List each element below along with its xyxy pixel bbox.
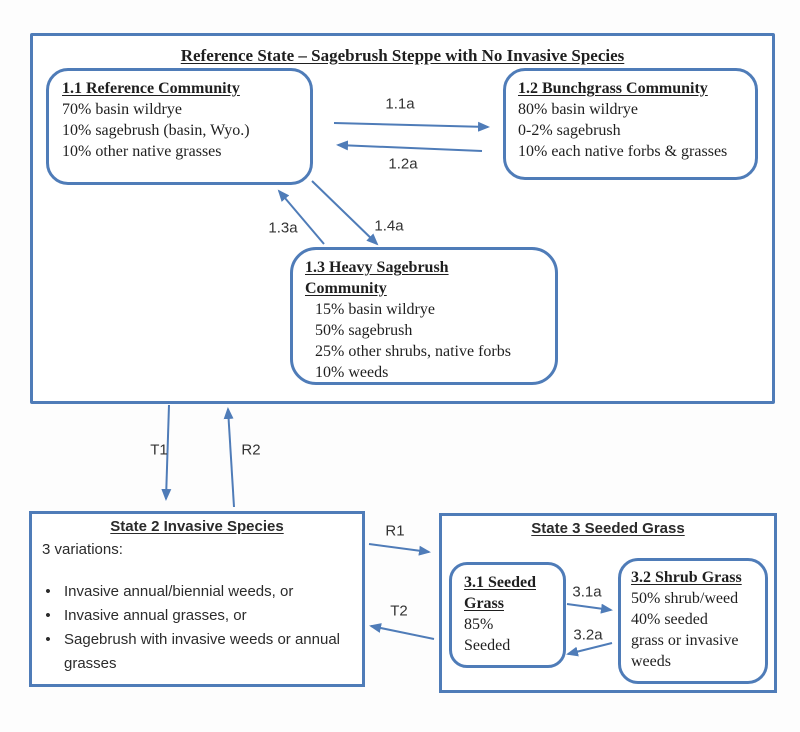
state2-title: State 2 Invasive Species xyxy=(110,518,284,535)
community-line: 50% sagebrush xyxy=(315,322,413,339)
community-line: 80% basin wildrye xyxy=(518,101,638,118)
state2-box: State 2 Invasive Species 3 variations: •… xyxy=(29,511,365,687)
list-item: • Invasive annual grasses, or xyxy=(32,604,362,628)
community-line: 10% weeds xyxy=(315,364,389,381)
community-line: 15% basin wildrye xyxy=(315,301,435,318)
community-title: 1.1 Reference Community xyxy=(62,80,240,97)
pathway-label-1-4a: 1.4a xyxy=(374,217,404,235)
community-line: Seeded xyxy=(464,637,511,654)
community-title: 1.2 Bunchgrass Community xyxy=(518,80,708,97)
community-line: grass or invasive xyxy=(631,632,739,649)
state2-intro: 3 variations: xyxy=(42,541,123,558)
state2-variation-text: Sagebrush with invasive weeds or annual … xyxy=(64,631,340,672)
transition-label-t2: T2 xyxy=(390,602,408,620)
restoration-label-r2: R2 xyxy=(241,441,261,459)
bullet-icon: • xyxy=(45,583,51,600)
arrow-restoration-r1 xyxy=(368,543,431,556)
state2-variation-text: Invasive annual/biennial weeds, or xyxy=(64,583,294,600)
bullet-icon: • xyxy=(45,607,51,624)
community-box-1-1: 1.1 Reference Community 70% basin wildry… xyxy=(46,68,313,185)
bullet-icon: • xyxy=(45,631,51,648)
pathway-label-1-2a: 1.2a xyxy=(388,155,418,173)
community-box-3-2: 3.2 Shrub Grass 50% shrub/weed 40% seede… xyxy=(618,558,768,684)
arrow-transition-t2 xyxy=(369,623,435,640)
community-title: 1.3 Heavy Sagebrush xyxy=(305,259,449,276)
community-line: 10% each native forbs & grasses xyxy=(518,143,728,160)
pathway-label-3-1a: 3.1a xyxy=(572,583,602,601)
pathway-label-1-1a: 1.1a xyxy=(385,95,415,113)
state3-title: State 3 Seeded Grass xyxy=(531,520,685,537)
community-box-1-2: 1.2 Bunchgrass Community 80% basin wildr… xyxy=(503,68,758,180)
community-line: 10% sagebrush (basin, Wyo.) xyxy=(62,122,250,139)
community-line: 70% basin wildrye xyxy=(62,101,182,118)
community-line: 10% other native grasses xyxy=(62,143,222,160)
community-line: 0-2% sagebrush xyxy=(518,122,621,139)
community-line: weeds xyxy=(631,653,671,670)
list-item: • Invasive annual/biennial weeds, or xyxy=(32,580,362,604)
pathway-label-3-2a: 3.2a xyxy=(573,626,603,644)
community-title: 3.1 Seeded xyxy=(464,574,536,591)
community-title: Community xyxy=(305,280,387,297)
community-line: 40% seeded xyxy=(631,611,708,628)
restoration-label-r1: R1 xyxy=(385,522,405,540)
community-line: 85% xyxy=(464,616,494,633)
list-item: • Sagebrush with invasive weeds or annua… xyxy=(32,628,362,676)
pathway-label-1-3a: 1.3a xyxy=(268,219,298,237)
community-line: 50% shrub/weed xyxy=(631,590,739,607)
community-box-3-1: 3.1 Seeded Grass 85% Seeded xyxy=(449,562,566,668)
state2-variation-list: • Invasive annual/biennial weeds, or • I… xyxy=(32,580,362,676)
reference-state-title: Reference State – Sagebrush Steppe with … xyxy=(180,46,625,65)
state2-variation-text: Invasive annual grasses, or xyxy=(64,607,247,624)
transition-label-t1: T1 xyxy=(150,441,168,459)
community-box-1-3: 1.3 Heavy Sagebrush Community 15% basin … xyxy=(290,247,558,385)
community-title: Grass xyxy=(464,595,504,612)
arrow-restoration-r2 xyxy=(223,407,235,508)
community-title: 3.2 Shrub Grass xyxy=(631,569,742,586)
community-line: 25% other shrubs, native forbs xyxy=(315,343,511,360)
